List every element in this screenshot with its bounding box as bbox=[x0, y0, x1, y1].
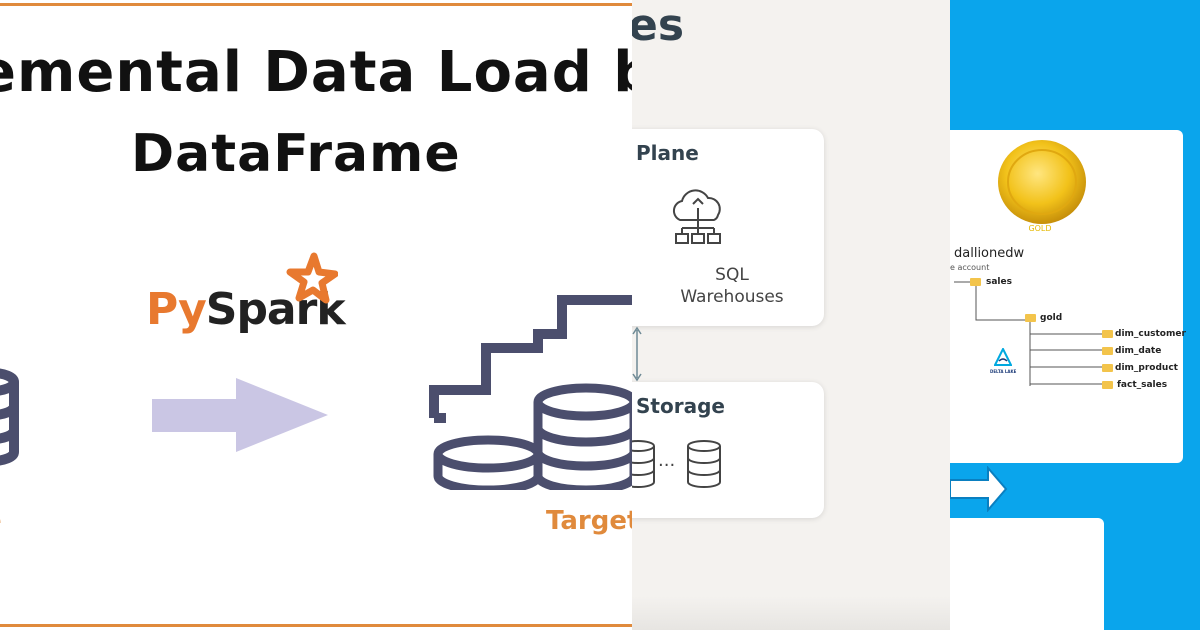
folder-icon bbox=[1102, 330, 1113, 338]
target-incremental-database-icon bbox=[429, 295, 632, 490]
storage-database-icon bbox=[632, 440, 655, 488]
warehouses-label: Warehouses bbox=[680, 287, 784, 307]
compute-plane-card: Plane bbox=[632, 129, 824, 326]
tree-node-dim-date: dim_date bbox=[1115, 346, 1162, 356]
right-arrow-icon bbox=[152, 378, 328, 452]
sql-label: SQL bbox=[715, 265, 749, 285]
cloud-network-icon bbox=[672, 189, 721, 244]
folder-icon bbox=[1102, 364, 1113, 372]
compute-plane-title: Plane bbox=[636, 141, 699, 165]
pyspark-slide-panel: emental Data Load by us DataFrame PySpar… bbox=[0, 3, 632, 627]
bottom-divider-line bbox=[0, 624, 632, 627]
target-label: Target bbox=[546, 506, 632, 536]
top-divider-line bbox=[0, 3, 632, 6]
delta-lake-logo-icon bbox=[994, 348, 1012, 366]
source-label: e bbox=[0, 506, 2, 536]
folder-icon bbox=[1102, 381, 1113, 389]
bottom-fade bbox=[632, 596, 950, 630]
delta-lake-label: DELTA LAKE bbox=[990, 369, 1017, 374]
tree-node-dim-customer: dim_customer bbox=[1115, 329, 1186, 339]
storage-database-icon-2 bbox=[687, 440, 721, 488]
next-layer-box bbox=[950, 518, 1104, 630]
folder-icon bbox=[970, 278, 981, 286]
source-database-icon bbox=[0, 368, 19, 466]
tree-node-fact-sales: fact_sales bbox=[1117, 380, 1168, 390]
storage-card: Storage bbox=[632, 382, 824, 518]
slide-title-line2: DataFrame bbox=[131, 124, 461, 184]
sql-warehouses-label: SQL Warehouses bbox=[632, 264, 832, 308]
pyspark-logo-py: Py bbox=[146, 284, 207, 335]
medallion-panel: GOLD dallionedw e account sales gold dim… bbox=[950, 0, 1200, 630]
gold-label: GOLD bbox=[1028, 224, 1052, 233]
tree-node-dim-product: dim_product bbox=[1115, 363, 1178, 373]
storage-account-name: dallionedw bbox=[954, 246, 1025, 261]
storage-title: Storage bbox=[636, 394, 725, 418]
right-arrow-outline-icon bbox=[950, 466, 1008, 512]
tree-node-sales: sales bbox=[986, 277, 1012, 287]
storage-ellipsis: ... bbox=[658, 450, 676, 471]
slide-title-line1: emental Data Load by us bbox=[0, 40, 632, 105]
storage-account-subtitle: e account bbox=[950, 263, 990, 272]
folder-icon bbox=[1102, 347, 1113, 355]
spark-star-icon bbox=[286, 252, 338, 304]
tree-node-gold: gold bbox=[1040, 313, 1063, 323]
folder-icon bbox=[1025, 314, 1036, 322]
gold-coin-icon bbox=[998, 140, 1086, 224]
folder-tree-lines bbox=[954, 281, 1102, 386]
connector-arrow-icon bbox=[632, 326, 642, 382]
section-heading: es bbox=[632, 0, 685, 51]
architecture-panel: es Plane SQL Warehouses Storage ... bbox=[632, 0, 950, 630]
